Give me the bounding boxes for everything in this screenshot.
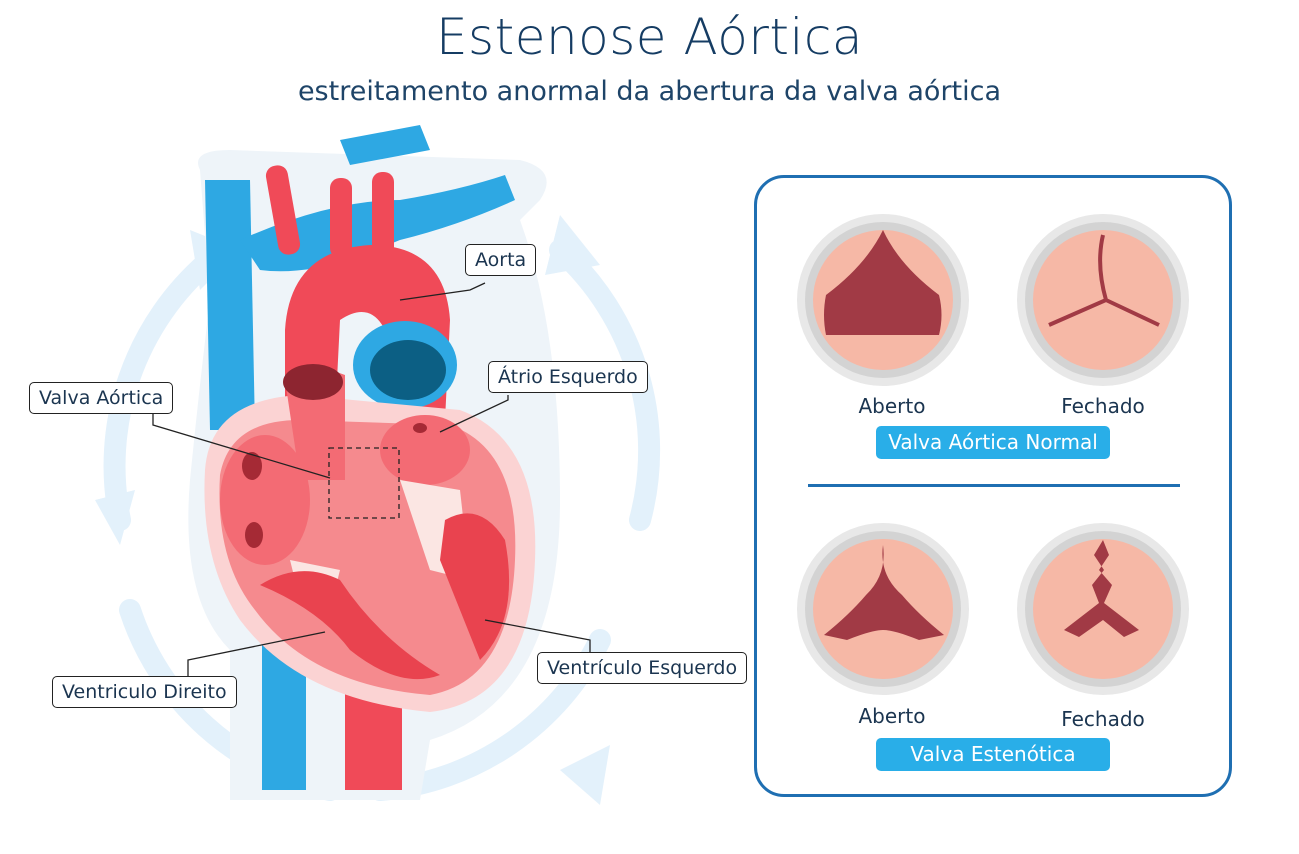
callout-atrio-esquerdo: Átrio Esquerdo [488, 361, 648, 393]
normal-valve-closed [1017, 214, 1189, 386]
left-atrium-opening [413, 423, 427, 433]
stenotic-closed-label: Fechado [1061, 707, 1145, 731]
valve-diagrams [797, 214, 1189, 695]
pulmonary-trunk-lumen [370, 340, 446, 400]
heart-illustration [95, 125, 661, 805]
leader-lines [152, 282, 591, 678]
callout-ventriculo-esquerdo: Ventrículo Esquerdo [537, 652, 748, 684]
stenotic-valve-closed [1017, 523, 1189, 695]
inferior-vena-cava [262, 640, 306, 790]
left-ventricle-muscle [440, 513, 510, 660]
callout-ventriculo-direito: Ventriculo Direito [52, 676, 237, 708]
callout-valva-aortica: Valva Aórtica [29, 382, 174, 414]
page-subtitle: estreitamento anormal da abertura da val… [297, 76, 1002, 107]
panel-divider [808, 484, 1180, 487]
aortic-valve-box [328, 447, 400, 519]
pulmonary-branch [340, 125, 430, 165]
stenotic-open-label: Aberto [858, 704, 926, 728]
valve-comparison-panel [754, 175, 1232, 797]
stenotic-valve-open [797, 523, 969, 695]
aortic-branch-1 [265, 165, 301, 255]
normal-valve-caption: Valva Aórtica Normal [876, 426, 1110, 459]
stenotic-valve-caption: Valva Estenótica [876, 738, 1110, 771]
superior-vena-cava [205, 180, 255, 430]
aortic-branch-3 [372, 172, 394, 257]
aortic-root-lumen [283, 364, 343, 400]
callout-aorta: Aorta [465, 244, 537, 276]
page-title: Estenose Aórtica [435, 8, 864, 66]
normal-valve-open [797, 214, 969, 386]
right-ventricle-muscle [260, 571, 440, 680]
atrium-opening-2 [245, 522, 263, 548]
aortic-branch-2 [330, 178, 352, 258]
normal-open-label: Aberto [858, 394, 926, 418]
atrium-opening-1 [242, 452, 262, 480]
left-atrium [380, 415, 470, 485]
normal-closed-label: Fechado [1061, 394, 1145, 418]
